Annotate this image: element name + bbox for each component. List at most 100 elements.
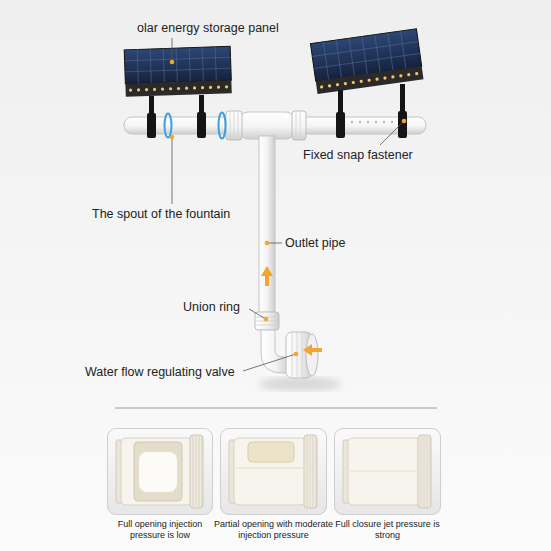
led-row-part bbox=[201, 86, 204, 89]
led-row-part bbox=[415, 72, 419, 76]
solar-panel-part-part bbox=[388, 33, 393, 71]
callout-label: The spout of the fountain bbox=[92, 207, 230, 222]
valve-view-part-part bbox=[418, 435, 431, 508]
solar-panel-part-part bbox=[137, 49, 138, 83]
snap-fastener-part bbox=[149, 96, 154, 114]
shadow bbox=[258, 378, 342, 390]
state-caption: Full opening injection pressure is low bbox=[100, 519, 220, 541]
valve-view-part-part bbox=[196, 436, 197, 507]
led-row bbox=[129, 85, 228, 92]
led-row-part bbox=[367, 78, 371, 82]
led-row-part bbox=[145, 88, 148, 91]
valve-state-panel: Full closure jet pressure is strong bbox=[334, 428, 441, 515]
leader-line-part bbox=[249, 309, 264, 318]
solar-panel-part-part bbox=[349, 38, 354, 76]
outlet-pipe-part bbox=[255, 317, 279, 325]
spout-pipe-part bbox=[292, 111, 306, 140]
led-row-part bbox=[407, 73, 411, 77]
valve-view-part-part bbox=[307, 436, 308, 507]
leader-dot-part bbox=[170, 135, 175, 140]
spout-holes-part bbox=[367, 121, 369, 123]
snap-fastener bbox=[147, 84, 407, 138]
valve-view-part-part bbox=[304, 435, 317, 508]
valve-view-part-part bbox=[139, 452, 177, 492]
solar-panel-part-part bbox=[202, 47, 203, 81]
callout-label: olar energy storage panel bbox=[137, 21, 279, 36]
led-row-part bbox=[351, 81, 355, 85]
valve-view-part-part bbox=[107, 428, 213, 515]
spout-pipe-part-part bbox=[238, 112, 239, 139]
snap-fastener-part bbox=[199, 95, 204, 113]
led-row-part bbox=[328, 84, 332, 88]
leader-dot-part bbox=[170, 60, 175, 65]
solar-panel-part bbox=[316, 66, 424, 94]
led-row-part bbox=[375, 77, 379, 81]
valve-view-part-part bbox=[430, 436, 431, 507]
valve-state-panel: Full opening injection pressure is low bbox=[107, 428, 213, 515]
valve-view-part-part bbox=[313, 436, 314, 507]
snap-fastener-part bbox=[400, 84, 405, 112]
led-row-part bbox=[177, 87, 180, 90]
led-row-part bbox=[153, 88, 156, 91]
solar-panel-part bbox=[124, 46, 231, 84]
valve-view-part-part bbox=[193, 436, 194, 507]
spout-holes-part bbox=[359, 121, 361, 123]
spout-pipe-part-part bbox=[296, 112, 297, 139]
valve-view-part-part bbox=[421, 436, 422, 507]
valve-view bbox=[107, 428, 441, 515]
seal-ring-part bbox=[219, 113, 226, 139]
callout-label: Water flow regulating valve bbox=[85, 365, 235, 380]
valve-view-part-part bbox=[248, 442, 294, 462]
spout-pipe-part-part bbox=[300, 112, 301, 139]
leader-line-part bbox=[172, 137, 173, 204]
valve-view-part-part bbox=[424, 436, 425, 507]
led-row-part bbox=[169, 87, 172, 90]
valve-view-part-part bbox=[334, 428, 441, 515]
spout-pipe-part bbox=[226, 111, 242, 140]
state-caption: Full closure jet pressure is strong bbox=[328, 519, 448, 541]
valve-view-part-part bbox=[310, 436, 311, 507]
snap-fastener-part bbox=[398, 111, 407, 138]
valve-view-part-part bbox=[121, 438, 193, 505]
outlet-pipe-part-part bbox=[255, 325, 279, 326]
outlet-pipe-part-part bbox=[302, 333, 303, 377]
solar-panel-part bbox=[125, 80, 231, 97]
leader-line-part bbox=[172, 38, 173, 62]
outlet-pipe-part bbox=[259, 136, 275, 314]
spout-holes-part bbox=[351, 121, 353, 123]
valve-state-panel: Partial opening with moderate injection … bbox=[220, 428, 327, 515]
leader-dot-part bbox=[402, 119, 407, 124]
solar-panel-part-part bbox=[163, 49, 164, 83]
valve-view-part-part bbox=[190, 435, 203, 508]
spout-pipe-part bbox=[240, 112, 294, 139]
state-caption: Partial opening with moderate injection … bbox=[214, 519, 334, 541]
led-row-part bbox=[383, 76, 387, 80]
outlet-pipe bbox=[255, 136, 318, 378]
led-row-part bbox=[161, 87, 164, 90]
valve-view-part-part bbox=[236, 468, 305, 469]
solar-panel-part-part bbox=[189, 48, 190, 82]
valve-view-part-part bbox=[220, 428, 327, 515]
solar-panel-part-part bbox=[401, 31, 406, 69]
spout-holes-part bbox=[383, 121, 385, 123]
callout-label: Fixed snap fastener bbox=[303, 148, 413, 163]
valve-view-part-part bbox=[316, 436, 317, 507]
led-row-part bbox=[225, 85, 228, 88]
valve-view-part bbox=[220, 428, 327, 515]
solar-panel bbox=[124, 46, 232, 97]
seal-ring bbox=[165, 113, 226, 139]
valve-view-part-part bbox=[202, 436, 203, 507]
valve-view-part-part bbox=[350, 471, 419, 472]
snap-fastener-part bbox=[338, 90, 343, 113]
leader-dot-part bbox=[294, 352, 299, 357]
flow-arrow bbox=[261, 266, 322, 356]
snap-fastener-part bbox=[197, 112, 206, 138]
snap-fastener-part bbox=[336, 112, 345, 138]
led-row-part bbox=[336, 83, 340, 87]
valve-view-part bbox=[334, 428, 441, 515]
led-row-part bbox=[391, 75, 395, 79]
solar-panel-part-part bbox=[314, 53, 420, 68]
callout-label: Outlet pipe bbox=[285, 236, 345, 251]
